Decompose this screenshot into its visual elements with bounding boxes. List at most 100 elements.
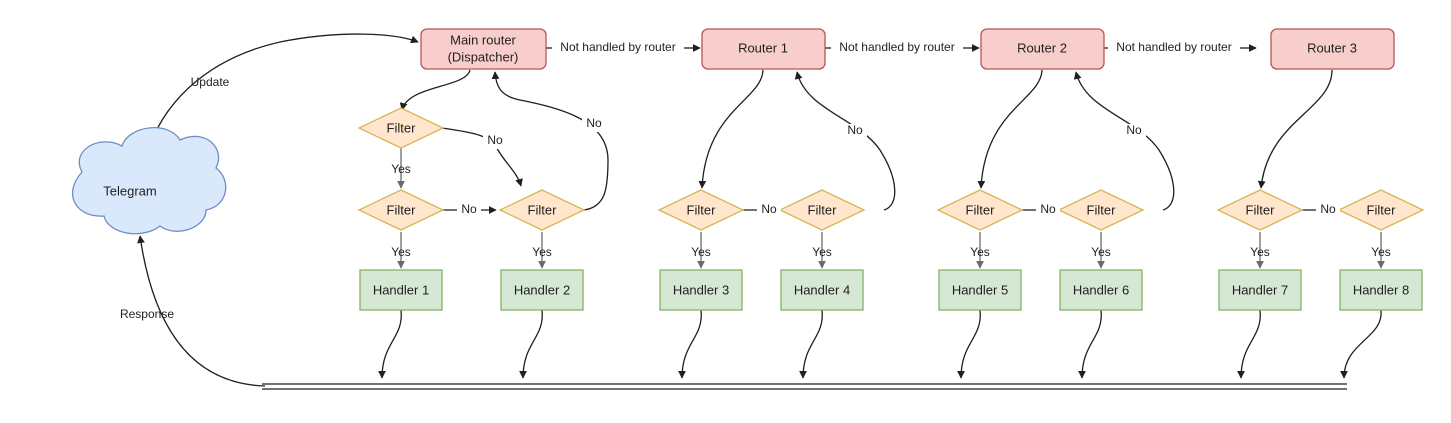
label-bg-no-r1-b [843,124,867,139]
edge-f4-no-r1 [794,71,896,211]
router-main-label-line2: (Dispatcher) [448,49,519,64]
label-no-main-b: No [461,202,477,216]
handler-6-box [1059,269,1143,311]
node-router-1[interactable]: Router 1 [701,28,826,70]
label-no-r2-b: No [1126,123,1142,137]
node-router-main[interactable]: Main router (Dispatcher) [420,28,547,70]
edge-r2-to-f5 [977,69,1043,189]
filter-6-label: Filter [1087,202,1117,217]
node-handler-8[interactable]: Handler 8 [1339,269,1423,311]
node-handler-7[interactable]: Handler 7 [1218,269,1302,311]
edge-f0-no-f2 [441,127,523,187]
label-bg-no-r2-a [1036,203,1060,218]
filter-0-label: Filter [387,120,417,135]
handler-5-label: Handler 5 [952,282,1008,297]
edge-h5-bus [957,309,981,379]
edge-r3-to-f7 [1257,69,1333,189]
label-response: Response [120,307,174,321]
label-bg-no-r2-b [1122,124,1146,139]
edge-f2-no-main [491,71,609,211]
node-handler-2[interactable]: Handler 2 [500,269,584,311]
node-telegram-cloud[interactable]: Telegram [71,127,227,235]
label-bg-no-r1-a [757,203,781,218]
router-1-label: Router 1 [738,40,788,55]
node-filter-2[interactable]: Filter [498,189,586,231]
edge-h3-bus [678,309,702,379]
label-not-handled-3: Not handled by router [1116,40,1231,54]
edge-h2-bus [519,309,543,379]
handler-3-box [659,269,743,311]
handler-7-box [1218,269,1302,311]
label-yes-3: Yes [532,245,552,259]
label-bg-no-main-c [582,117,606,132]
label-bg-nh2 [831,40,963,56]
router-1-box [701,28,826,70]
handler-4-box [780,269,864,311]
label-not-handled-1: Not handled by router [560,40,675,54]
router-main-label-line1: Main router [450,32,516,47]
edge-f6-no-r2 [1073,71,1175,211]
handler-2-box [500,269,584,311]
edge-h4-bus [799,309,823,379]
edge-h1-bus [378,309,402,379]
node-handler-6[interactable]: Handler 6 [1059,269,1143,311]
node-filter-8[interactable]: Filter [1337,189,1425,231]
node-filter-0[interactable]: Filter [357,107,445,149]
handler-7-label: Handler 7 [1232,282,1288,297]
node-handler-4[interactable]: Handler 4 [780,269,864,311]
filter-5-shape [936,189,1024,231]
node-filter-4[interactable]: Filter [778,189,866,231]
label-bg-no-main-a [483,134,507,149]
node-filter-3[interactable]: Filter [657,189,745,231]
filter-8-label: Filter [1367,202,1397,217]
filter-7-shape [1216,189,1304,231]
label-yes-5: Yes [812,245,832,259]
filter-4-label: Filter [808,202,838,217]
node-filter-1[interactable]: Filter [357,189,445,231]
router-2-label: Router 2 [1017,40,1067,55]
router-3-box [1270,28,1395,70]
filter-3-shape [657,189,745,231]
node-handler-3[interactable]: Handler 3 [659,269,743,311]
node-handler-1[interactable]: Handler 1 [359,269,443,311]
handler-6-label: Handler 6 [1073,282,1129,297]
label-no-r1-b: No [847,123,863,137]
label-no-main-a: No [487,133,503,147]
handler-8-box [1339,269,1423,311]
filter-4-shape [778,189,866,231]
label-no-r1-a: No [761,202,777,216]
handler-2-label: Handler 2 [514,282,570,297]
handler-8-label: Handler 8 [1353,282,1409,297]
cloud-shape [71,127,227,235]
node-filter-6[interactable]: Filter [1057,189,1145,231]
label-not-handled-2: Not handled by router [839,40,954,54]
filter-8-shape [1337,189,1425,231]
label-yes-8: Yes [1250,245,1270,259]
label-yes-2: Yes [391,245,411,259]
edge-update [147,33,419,153]
label-no-main-c: No [586,116,602,130]
label-bg-no-main-b [457,203,481,218]
node-filter-7[interactable]: Filter [1216,189,1304,231]
filter-2-label: Filter [528,202,558,217]
label-yes-9: Yes [1371,245,1391,259]
label-bg-no-r3-a [1316,203,1340,218]
node-handler-5[interactable]: Handler 5 [938,269,1022,311]
router-2-box [980,28,1105,70]
label-yes-6: Yes [970,245,990,259]
node-filter-5[interactable]: Filter [936,189,1024,231]
node-router-3[interactable]: Router 3 [1270,28,1395,70]
label-update: Update [191,75,230,89]
edge-response [137,235,266,387]
filter-6-shape [1057,189,1145,231]
node-router-2[interactable]: Router 2 [980,28,1105,70]
filter-1-label: Filter [387,202,417,217]
handler-4-label: Handler 4 [794,282,850,297]
label-no-r3-a: No [1320,202,1336,216]
edge-r1-to-f3 [698,69,764,189]
edge-h7-bus [1237,309,1261,379]
router-3-label: Router 3 [1307,40,1357,55]
edge-h6-bus [1078,309,1102,379]
filter-1-shape [357,189,445,231]
telegram-label: Telegram [103,183,156,198]
